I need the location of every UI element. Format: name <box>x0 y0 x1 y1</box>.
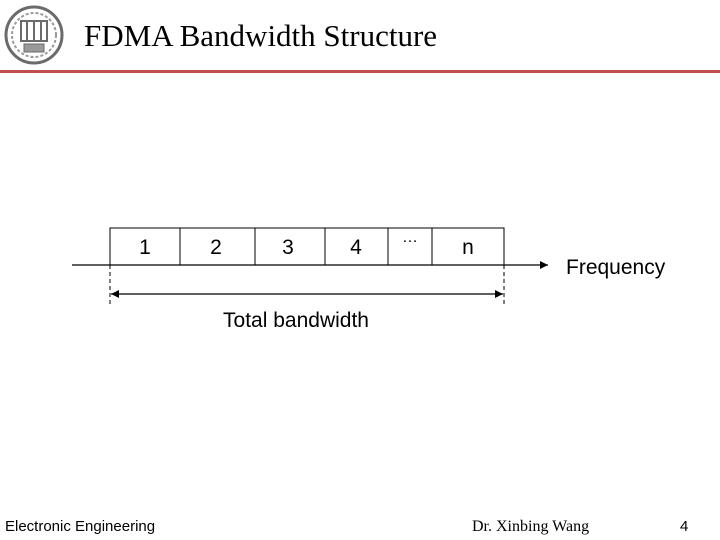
university-seal-icon <box>4 5 64 65</box>
channel-label: 2 <box>210 236 222 259</box>
channel-label: 1 <box>139 236 151 259</box>
channel-label: 4 <box>350 236 362 259</box>
footer-author: Dr. Xinbing Wang <box>472 518 590 535</box>
channel-label: n <box>462 236 474 259</box>
channel-block <box>109 227 505 266</box>
frequency-axis-label: Frequency <box>566 256 666 279</box>
page-number: 4 <box>680 518 689 535</box>
slide-title: FDMA Bandwidth Structure <box>84 18 438 53</box>
footer-department: Electronic Engineering <box>5 518 156 535</box>
ellipsis-label: … <box>402 229 418 246</box>
total-bandwidth-label: Total bandwidth <box>223 309 369 332</box>
title-divider <box>0 70 720 73</box>
channel-label: 3 <box>282 236 294 259</box>
